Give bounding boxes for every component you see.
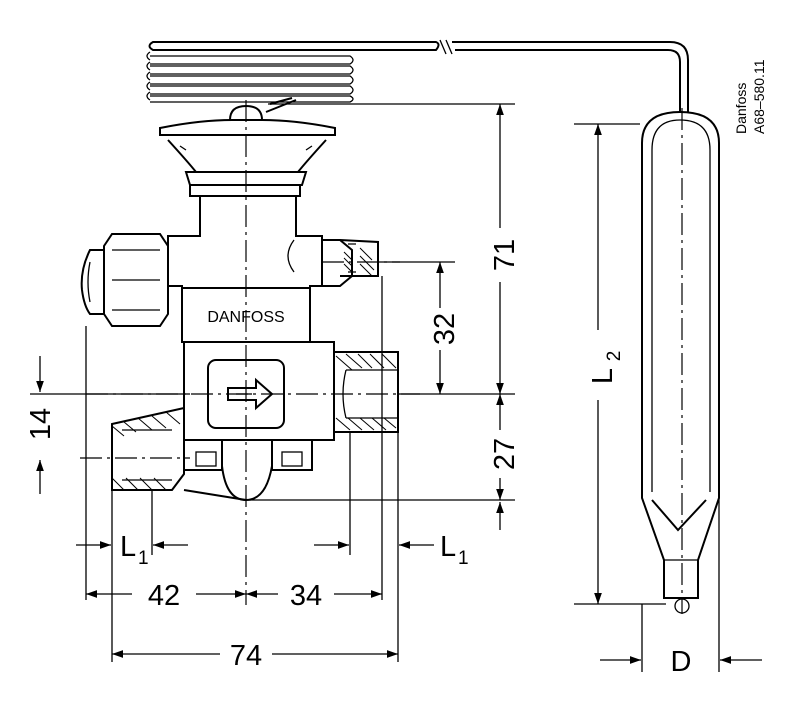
- capillary-coil: [146, 41, 440, 113]
- dimension-lines: [30, 104, 762, 664]
- extension-lines: [85, 103, 720, 672]
- dim-l2-subscript: 2: [604, 351, 625, 362]
- sensing-bulb: [641, 108, 720, 614]
- dim-l1-left-label: L: [120, 531, 136, 563]
- dim-d-label: D: [671, 646, 692, 678]
- dim-l1-right-subscript: 1: [458, 548, 469, 569]
- dim-l1-right-label: L: [440, 531, 456, 563]
- dim-l1-left-subscript: 1: [138, 548, 149, 569]
- dim-71-label: 71: [489, 239, 521, 271]
- valve-body: [167, 196, 379, 289]
- dim-42-label: 42: [148, 580, 180, 612]
- dim-l2-label: L: [587, 368, 619, 384]
- flare-nut: [80, 233, 169, 327]
- dim-34-label: 34: [290, 580, 322, 612]
- dimension-labels: 14 32 71 27 L 2 L 1 L 1 42 34 74 D: [25, 239, 691, 678]
- main-body: [111, 341, 399, 502]
- dim-14-label: 14: [25, 408, 57, 440]
- diaphragm-head: [159, 104, 336, 197]
- dim-32-label: 32: [429, 313, 461, 345]
- capillary-tube: [439, 39, 689, 112]
- drawing-ref-line1: Danfoss: [733, 83, 749, 134]
- drawing-reference: Danfoss A68–580.11: [733, 59, 767, 134]
- dim-27-label: 27: [489, 438, 521, 470]
- drawing-ref-line2: A68–580.11: [751, 59, 767, 134]
- dim-74-label: 74: [230, 640, 262, 672]
